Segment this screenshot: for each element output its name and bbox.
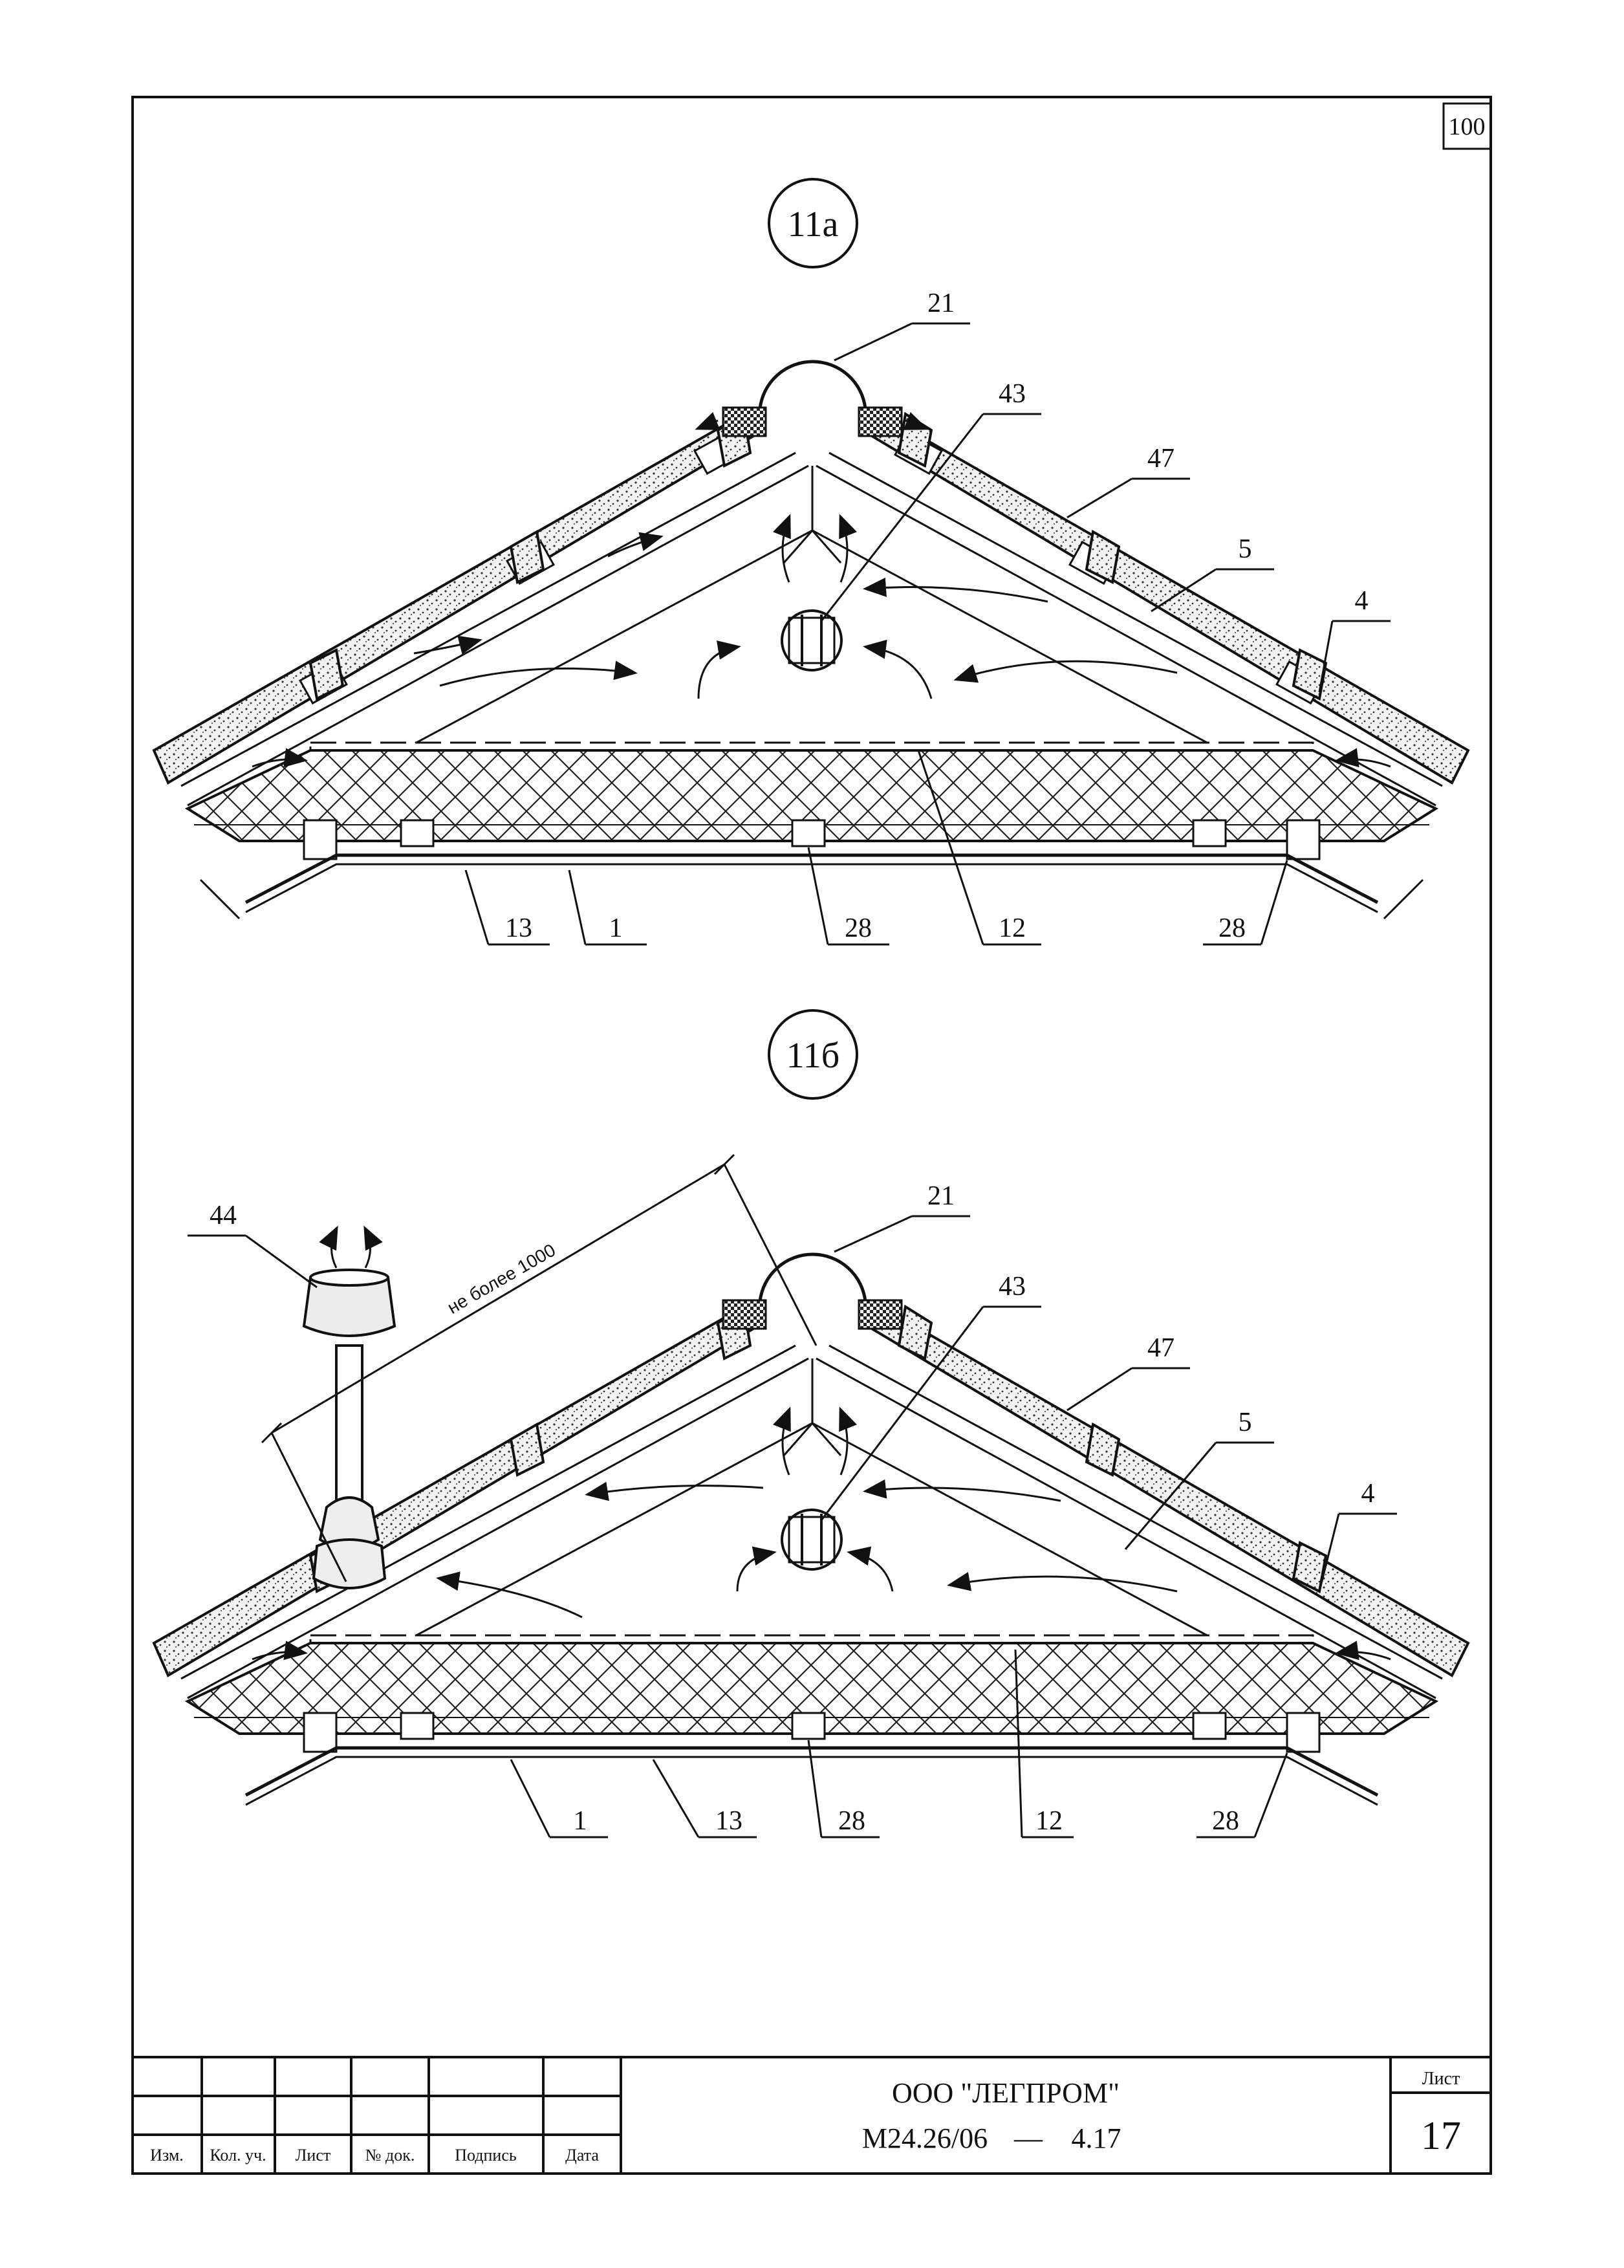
title-block: Изм. Кол. уч. Лист № док. Подпись Дата О…: [131, 2056, 1492, 2175]
callout-11b-12: 12: [1035, 1806, 1063, 1836]
ridge-vent-left-b: [722, 1299, 767, 1330]
document-dash: —: [1013, 2122, 1043, 2154]
title-block-col-kol-uch: Кол. уч.: [210, 2146, 266, 2164]
callout-11a-21: 21: [927, 289, 955, 318]
callout-11b-44: 44: [210, 1201, 237, 1230]
document-code: М24.26/06: [862, 2122, 988, 2154]
callout-11b-28-mid: 28: [838, 1806, 865, 1836]
top-sheet-number: 100: [1449, 113, 1486, 140]
insulation-layer: [184, 749, 1439, 842]
callout-11a-13: 13: [505, 913, 532, 943]
ridge-cap-b: [758, 1252, 867, 1302]
sheet-label: Лист: [1422, 2069, 1460, 2089]
airflow-arrows-b: [252, 1406, 1391, 1661]
detail-11b: 11б: [152, 1009, 1470, 1838]
insulation-layer-b: [184, 1642, 1439, 1735]
roof-ventilator: [302, 1269, 396, 1589]
title-block-col-list: Лист: [296, 2146, 330, 2164]
title-block-col-doc: № док.: [365, 2146, 415, 2164]
company-name: ООО "ЛЕГПРОМ": [892, 2077, 1120, 2109]
rafter-lines-b: [180, 1344, 1443, 1699]
callout-11b-13: 13: [715, 1806, 742, 1836]
ridge-vent-left: [722, 406, 767, 437]
callout-11b-21: 21: [927, 1181, 955, 1211]
callout-11b-5: 5: [1239, 1408, 1252, 1437]
callout-11b-43: 43: [999, 1272, 1026, 1302]
airflow-arrows-a: [252, 411, 1391, 768]
callout-11b-4: 4: [1361, 1479, 1375, 1509]
ridge-vent-right: [858, 406, 903, 437]
callout-11a-43: 43: [999, 379, 1026, 409]
callout-11a-28-mid: 28: [845, 913, 872, 943]
ridge-vent-right-b: [858, 1299, 903, 1330]
callouts-11b: [188, 1215, 1397, 1838]
sheet-number: 17: [1421, 2114, 1461, 2158]
ceiling-lining-b: [244, 1746, 1379, 1797]
ridge-cap: [758, 360, 867, 409]
detail-11a-title-circle: [768, 178, 858, 268]
detail-11b-title: 11б: [786, 1036, 839, 1076]
ceiling-joists: [303, 819, 1321, 860]
dimension-note: не более 1000: [444, 1240, 559, 1318]
detail-11b-title-circle: [768, 1009, 858, 1100]
roof-covering-left: [152, 412, 763, 785]
attic-vent-grille-a: [781, 609, 843, 671]
title-block-col-izm: Изм.: [150, 2146, 184, 2164]
callouts-11a: [464, 322, 1391, 946]
dimension-line: [261, 1153, 817, 1582]
callout-11b-1: 1: [574, 1806, 587, 1836]
ceiling-lining: [244, 853, 1379, 904]
detail-11a-title: 11а: [788, 204, 839, 245]
roof-covering-left-b: [152, 1305, 763, 1677]
callout-11a-47: 47: [1147, 444, 1175, 474]
callout-11b-47: 47: [1147, 1333, 1175, 1363]
callout-11a-12: 12: [999, 913, 1026, 943]
ventilator-exhaust-arrows: [319, 1225, 383, 1269]
callout-11a-4: 4: [1355, 586, 1369, 616]
callout-11a-5: 5: [1239, 534, 1252, 564]
callout-11a-1: 1: [609, 913, 623, 943]
title-block-col-signature: Подпись: [455, 2146, 517, 2164]
top-sheet-number-box: 100: [1442, 102, 1492, 150]
callout-11b-28-right: 28: [1212, 1806, 1239, 1836]
detail-11a: 11а: [152, 178, 1470, 946]
title-block-col-date: Дата: [565, 2146, 599, 2164]
attic-vent-grille-b: [781, 1509, 843, 1571]
document-section: 4.17: [1072, 2122, 1121, 2154]
callout-11a-28-right: 28: [1218, 913, 1246, 943]
ceiling-joists-b: [303, 1712, 1321, 1753]
